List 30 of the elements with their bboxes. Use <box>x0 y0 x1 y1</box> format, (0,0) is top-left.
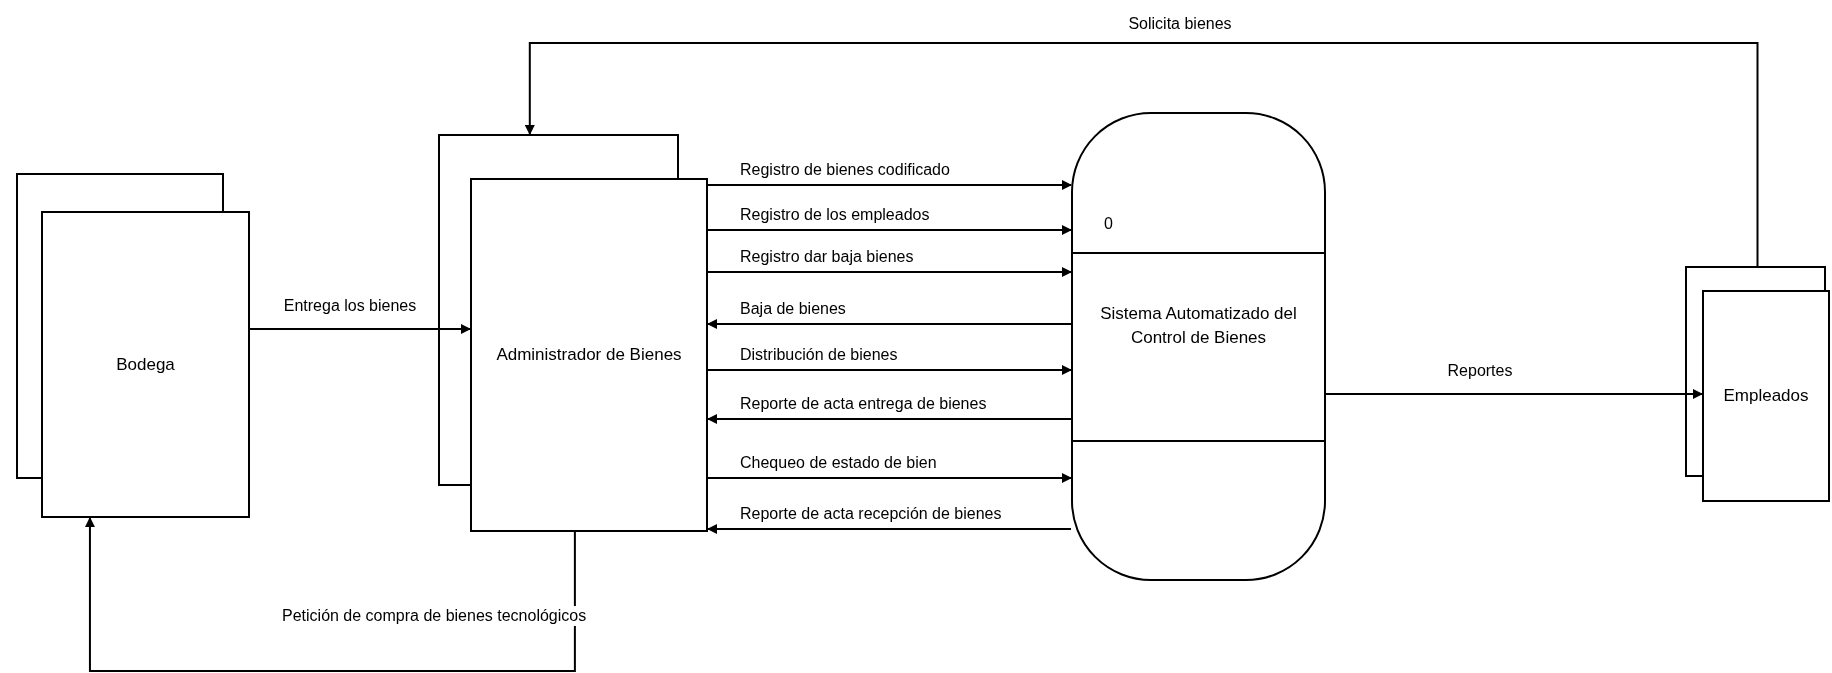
arrow <box>707 225 1072 235</box>
arrow <box>707 473 1072 483</box>
process-number: 0 <box>1104 214 1113 234</box>
process-rounded-box <box>1071 112 1326 581</box>
arrow <box>707 365 1072 375</box>
arrow <box>707 319 1072 329</box>
entity-box <box>1702 290 1830 502</box>
edge-label: Reporte de acta recepción de bienes <box>738 504 1004 524</box>
edge-label: Registro de los empleados <box>738 205 932 225</box>
arrow <box>524 42 1759 267</box>
arrow <box>249 324 471 334</box>
entity-box <box>41 211 250 518</box>
process-title: Sistema Automatizado del Control de Bienes <box>1099 303 1298 349</box>
edge-label: Baja de bienes <box>738 299 848 319</box>
edge-label: Registro de bienes codificado <box>738 160 952 180</box>
entity-box <box>470 178 708 532</box>
edge-label: Reportes <box>1445 361 1515 381</box>
entity-label: Empleados <box>1723 385 1809 407</box>
arrow <box>707 267 1072 277</box>
edge-label: Reporte de acta entrega de bienes <box>738 394 989 414</box>
arrow <box>707 180 1072 190</box>
arrow <box>1325 389 1703 399</box>
arrow <box>707 414 1072 424</box>
arrow <box>707 524 1072 534</box>
edge-label: Chequeo de estado de bien <box>738 453 939 473</box>
entity-label: Administrador de Bienes <box>496 344 682 366</box>
edge-label: Registro dar baja bienes <box>738 247 916 267</box>
edge-label: Petición de compra de bienes tecnológicos <box>280 606 589 626</box>
entity-label: Bodega <box>116 353 175 376</box>
arrow <box>84 517 576 672</box>
